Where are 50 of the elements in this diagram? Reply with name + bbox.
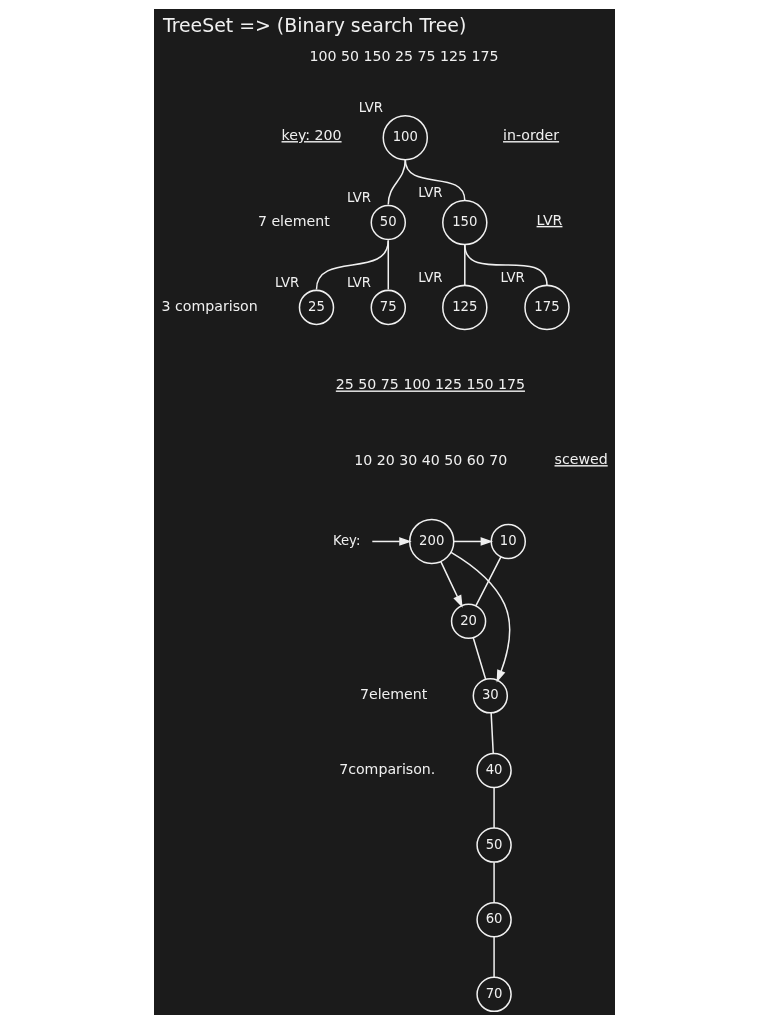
node-circle: 100 (382, 114, 428, 161)
node-circle: 40 (475, 752, 512, 789)
connector (471, 636, 486, 680)
connector (387, 239, 389, 291)
node-label: LVR (417, 269, 442, 285)
diagram-title: TreeSet => (Binary search Tree) (162, 13, 466, 36)
node-text: Key: (332, 532, 360, 548)
node-circle: 70 (475, 976, 512, 1013)
node-circle: 200 (408, 518, 454, 565)
node-label: LVR (358, 100, 383, 116)
node-circle: 50 (370, 204, 406, 241)
connector (474, 556, 502, 607)
label: 7element (359, 686, 427, 703)
label: in-order (502, 127, 559, 144)
node-label: LVR (274, 274, 299, 290)
node-circle: 25 (298, 289, 334, 326)
label: 10 20 30 40 50 60 70 (353, 452, 507, 469)
connector (492, 936, 495, 979)
node-label: LVR (417, 184, 442, 200)
label: LVR (536, 211, 562, 228)
label: 7 element (257, 212, 330, 229)
arrow (439, 560, 463, 608)
node-circle: 60 (475, 901, 512, 938)
node-label: LVR (346, 189, 371, 205)
node-circle: 150 (441, 199, 488, 246)
connector (492, 861, 495, 904)
connector (489, 712, 494, 755)
node-circle: 50 (475, 827, 512, 863)
node-circle: 30 (472, 678, 508, 714)
node-circle: 175 (523, 284, 570, 331)
arrow (449, 551, 510, 683)
label: scewed (554, 451, 608, 468)
label: key: 200 (281, 127, 342, 144)
node-label: LVR (500, 269, 525, 285)
arrow (371, 537, 412, 546)
connector (492, 786, 495, 829)
label: 100 50 150 25 75 125 175 (308, 48, 499, 65)
node-label: LVR (346, 274, 371, 290)
connector (404, 159, 466, 202)
label: 3 comparison (161, 297, 258, 314)
node-circle: 20 (450, 603, 486, 639)
node-circle: 125 (441, 284, 488, 331)
node-circle: 10 (490, 523, 526, 560)
connector (387, 159, 406, 206)
node-circle: 75 (370, 289, 406, 326)
arrow (452, 537, 493, 546)
label: 25 50 75 100 125 150 175 (335, 376, 525, 393)
label: 7comparison. (338, 760, 435, 777)
connector (315, 239, 389, 291)
connector (463, 243, 548, 287)
